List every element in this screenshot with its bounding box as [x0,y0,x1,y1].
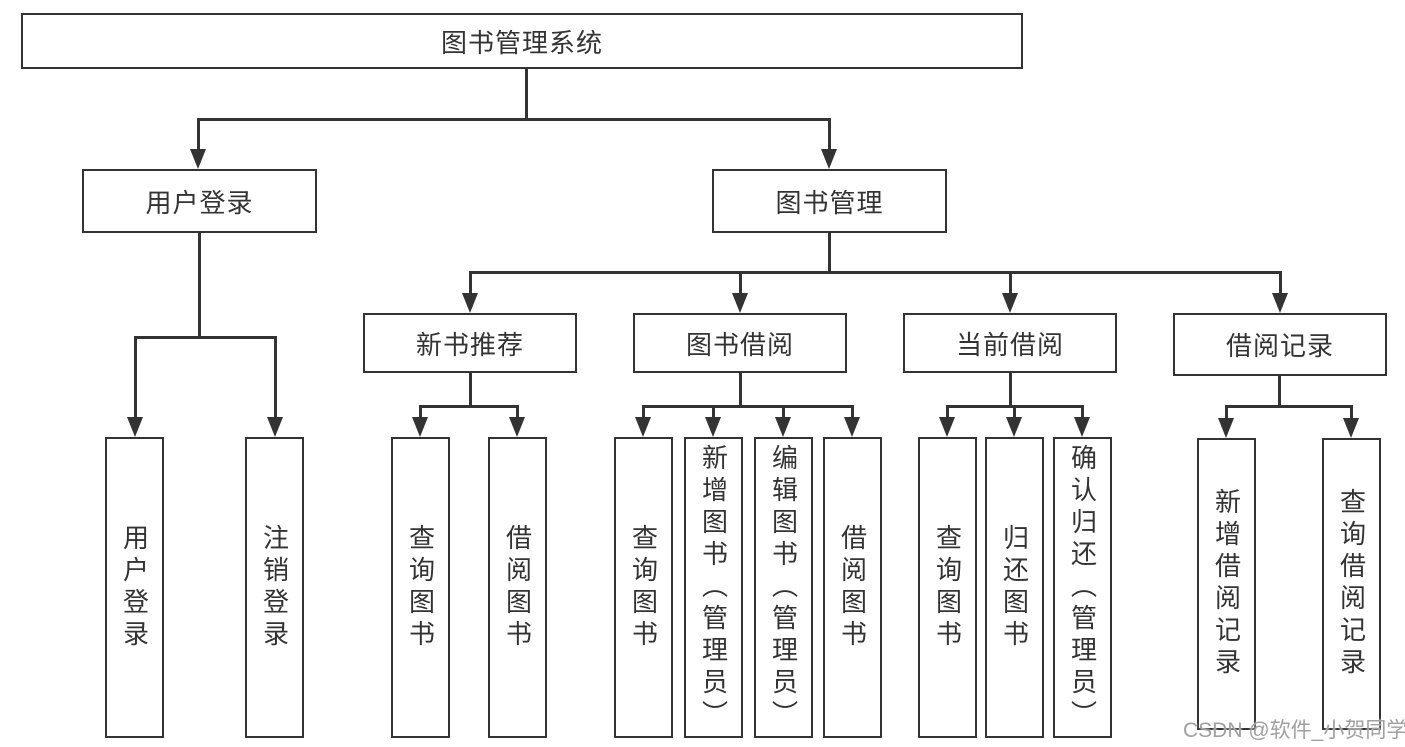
connector-line [1278,376,1281,407]
connector-line [1009,373,1012,407]
connector-line [469,271,472,296]
connector-line [739,373,742,407]
arrow-down-icon [775,417,791,437]
leaf-label: 用户登录 [119,523,150,652]
arrow-down-icon [190,149,206,169]
arrow-down-icon [267,417,283,437]
leaf-return-books: 归还图书 [985,437,1044,738]
node-current-borrowing: 当前借阅 [903,313,1117,373]
node-new-book-recommendation: 新书推荐 [363,313,577,373]
node-label: 新书推荐 [415,329,524,360]
connector-line [1013,405,1016,419]
connector-line [642,405,853,408]
connector-line [642,405,645,419]
leaf-label: 查询图书 [628,523,659,652]
connector-line [134,336,276,339]
arrow-down-icon [1002,293,1018,313]
connector-line [1009,271,1012,296]
connector-line [525,69,528,119]
leaf-add-borrow-record: 新增借阅记录 [1197,438,1256,730]
connector-line [197,118,200,152]
leaf-borrow-books: 借阅图书 [488,437,547,738]
connector-line [739,271,742,296]
leaf-label: 确认归还（管理员） [1067,443,1098,732]
leaf-label: 借阅图书 [837,523,868,652]
connector-line [1225,405,1228,419]
leaf-label: 查询借阅记录 [1336,488,1367,680]
leaf-user-login: 用户登录 [105,437,164,738]
arrow-down-icon [1074,417,1090,437]
connector-line [419,405,519,408]
connector-line [712,405,715,419]
connector-line [782,405,785,419]
leaf-label: 新增借阅记录 [1211,488,1242,680]
arrow-down-icon [732,293,748,313]
leaf-query-borrow-record: 查询借阅记录 [1322,438,1381,730]
arrow-down-icon [705,417,721,437]
node-book-management: 图书管理 [712,169,947,233]
connector-line [134,336,137,420]
connector-line [1350,405,1353,419]
connector-line [1279,271,1282,296]
arrow-down-icon [821,149,837,169]
arrow-down-icon [1272,293,1288,313]
connector-line [828,118,831,152]
leaf-borrow-books: 借阅图书 [823,437,882,738]
connector-line [469,271,1281,274]
arrow-down-icon [844,417,860,437]
node-borrowing-records: 借阅记录 [1173,313,1387,376]
leaf-label: 查询图书 [932,523,963,652]
leaf-logout: 注销登录 [245,437,304,738]
arrow-down-icon [1218,418,1234,438]
leaf-label: 借阅图书 [502,523,533,652]
connector-line [197,118,831,121]
leaf-label: 查询图书 [405,523,436,652]
leaf-query-books: 查询图书 [614,437,673,738]
leaf-confirm-return-admin: 确认归还（管理员） [1053,437,1112,738]
node-label: 用户登录 [145,187,254,218]
leaf-query-books: 查询图书 [918,437,977,738]
watermark: CSDN @软件_小贺同学 [1183,719,1405,742]
leaf-query-books: 查询图书 [391,437,450,738]
arrow-down-icon [635,417,651,437]
arrow-down-icon [939,417,955,437]
node-book-borrowing: 图书借阅 [633,313,847,373]
connector-line [1225,405,1352,408]
arrow-down-icon [1006,417,1022,437]
arrow-down-icon [509,417,525,437]
arrow-down-icon [127,417,143,437]
node-library-management-system: 图书管理系统 [21,13,1023,69]
leaf-label: 归还图书 [999,523,1030,652]
leaf-label: 注销登录 [259,523,290,652]
connector-line [419,405,422,419]
arrow-down-icon [412,417,428,437]
connector-line [828,233,831,273]
leaf-label: 编辑图书（管理员） [768,443,799,732]
connector-line [198,233,201,338]
connector-line [1081,405,1084,419]
connector-line [469,373,472,407]
connector-line [946,405,949,419]
node-label: 图书借阅 [685,329,794,360]
leaf-add-books-admin: 新增图书（管理员） [684,437,743,738]
node-label: 借阅记录 [1225,331,1334,361]
node-label: 图书管理系统 [440,27,603,58]
connector-line [851,405,854,419]
connector-line [274,336,277,420]
node-label: 当前借阅 [955,329,1064,360]
node-user-login: 用户登录 [82,169,317,233]
arrow-down-icon [1343,418,1359,438]
connector-line [516,405,519,419]
leaf-edit-books-admin: 编辑图书（管理员） [754,437,813,738]
arrow-down-icon [462,293,478,313]
leaf-label: 新增图书（管理员） [698,443,729,732]
node-label: 图书管理 [775,187,884,218]
